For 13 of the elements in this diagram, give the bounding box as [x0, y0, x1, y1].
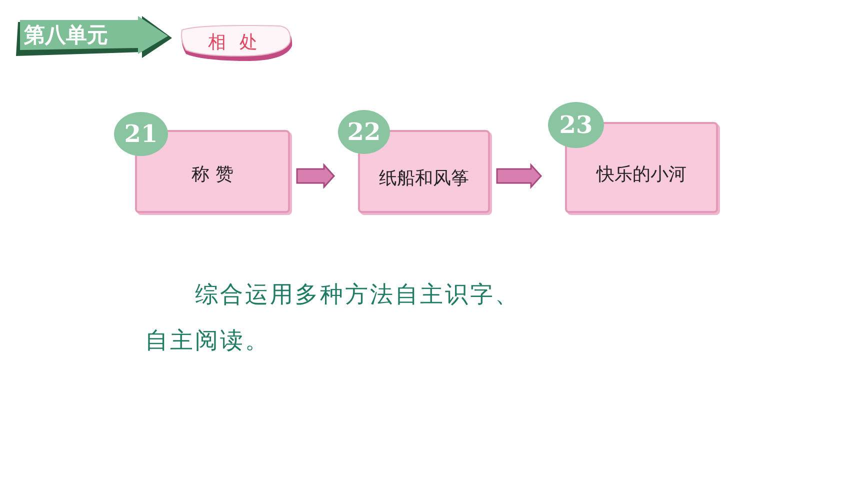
lesson-title: 称 赞 [190, 163, 234, 186]
lesson-title: 相 处 [208, 31, 262, 54]
objective-paragraph: 综合运用多种方法自主识字、自主阅读。 [145, 281, 521, 356]
lesson-number: 23 [548, 102, 604, 148]
arrow [496, 163, 542, 189]
arrow-banner [14, 16, 174, 58]
unit-title: 第八单元 [24, 22, 108, 49]
lesson-title: 快乐的小河 [595, 163, 688, 186]
lesson-title: 纸船和风筝 [378, 167, 470, 190]
lesson-number: 22 [338, 110, 390, 154]
lesson-tag [180, 24, 295, 62]
lesson-number: 21 [114, 112, 168, 156]
arrow [296, 163, 336, 189]
